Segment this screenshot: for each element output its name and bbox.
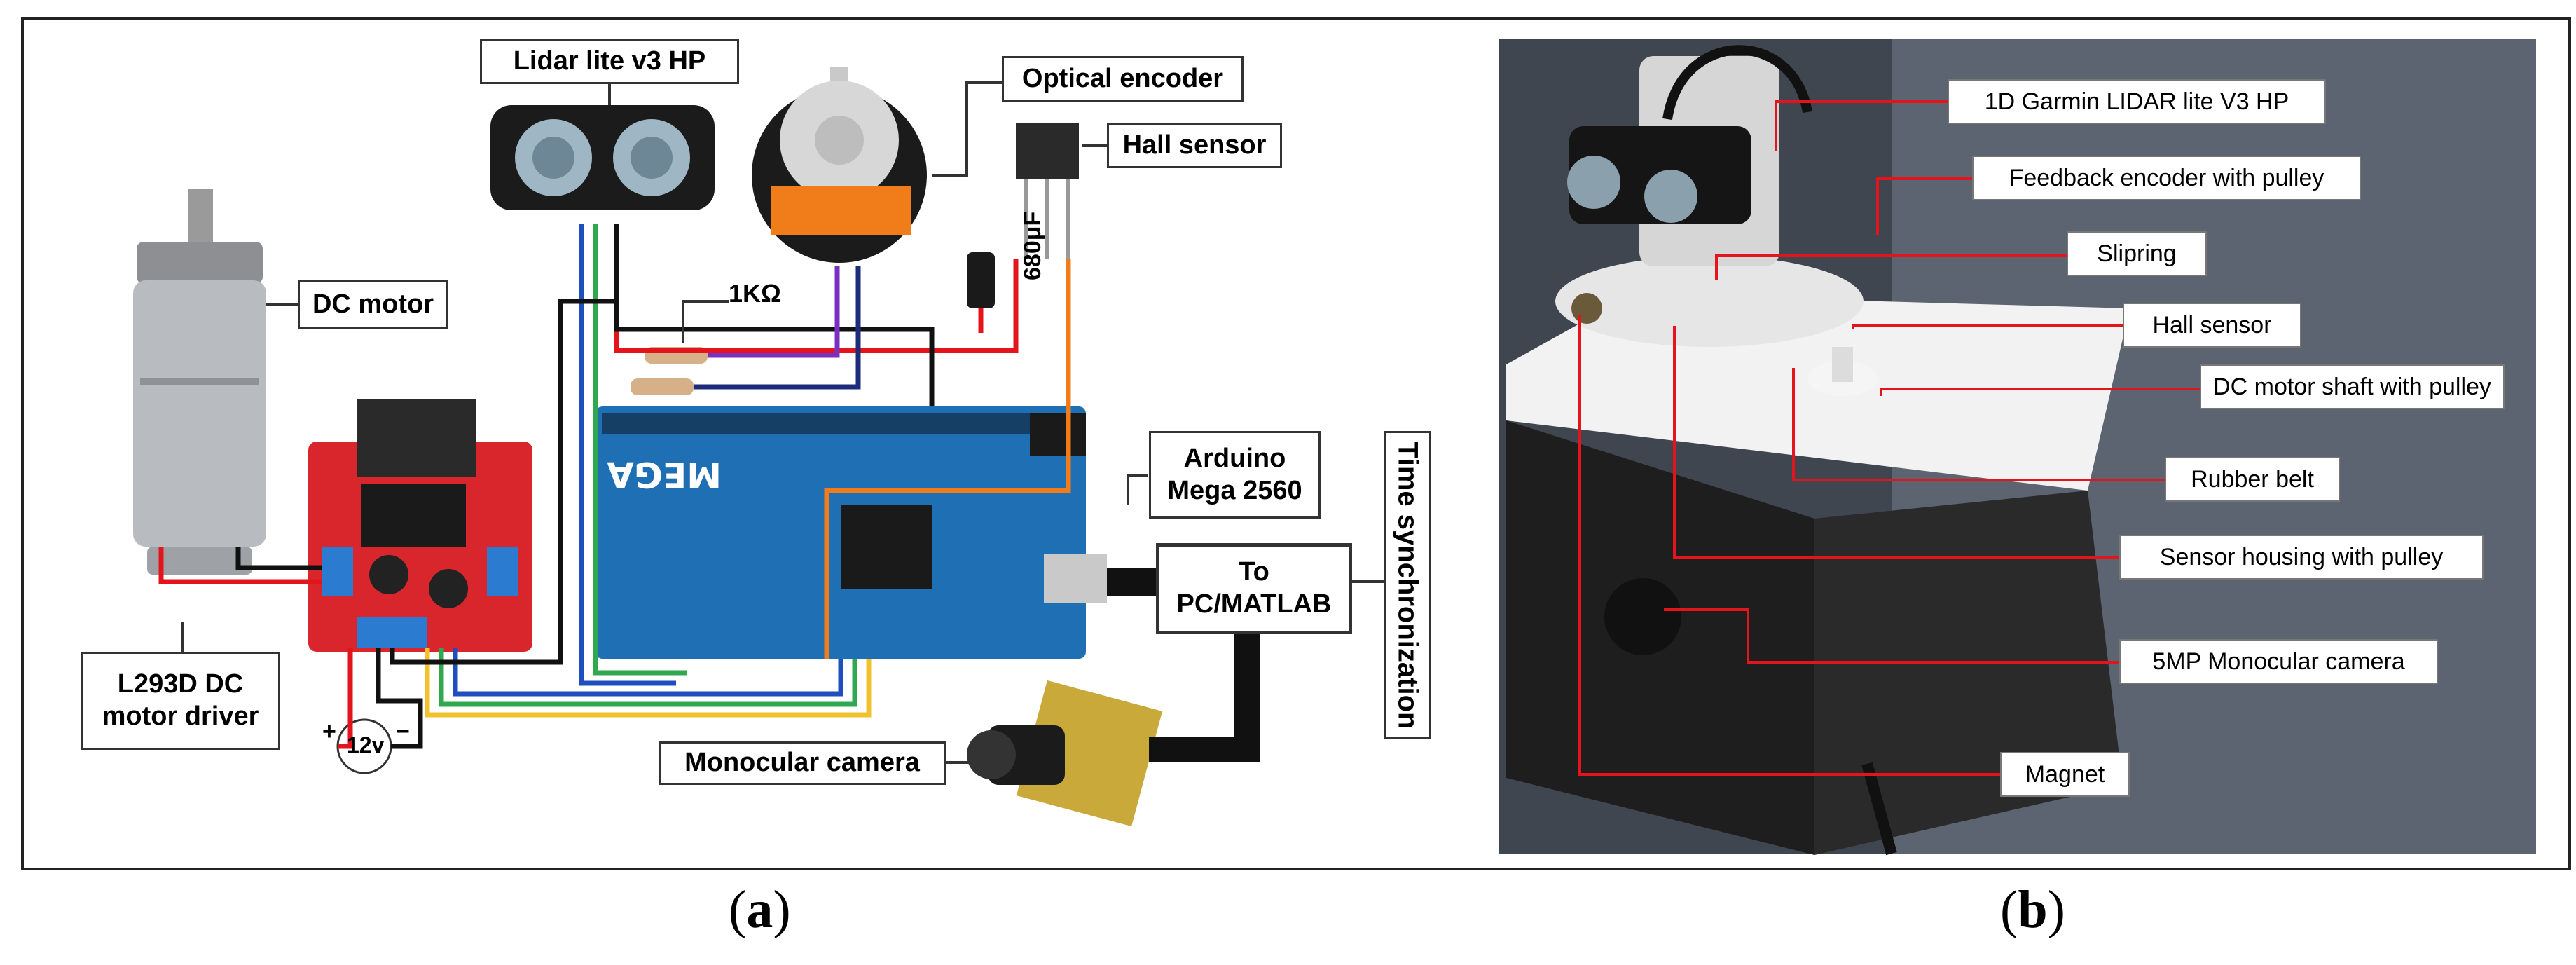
to-pc-label: To PC/MATLAB bbox=[1156, 543, 1352, 634]
resistor-label: 1KΩ bbox=[729, 279, 781, 308]
caption-a-close: ) bbox=[773, 880, 791, 939]
optical-encoder-drawing bbox=[752, 67, 927, 263]
lidar-drawing bbox=[490, 105, 715, 210]
label-sensor-housing: Sensor housing with pulley bbox=[2119, 535, 2484, 580]
motor-driver-label: L293D DC motor driver bbox=[81, 652, 280, 750]
caption-a: (a) bbox=[729, 880, 791, 940]
battery-plus: + bbox=[322, 718, 336, 745]
wiring bbox=[158, 224, 1071, 749]
lidar-label: Lidar lite v3 HP bbox=[480, 39, 739, 84]
figure-frame bbox=[21, 17, 2571, 870]
arduino-label-line2: Mega 2560 bbox=[1167, 475, 1302, 505]
hall-sensor-drawing bbox=[1016, 123, 1079, 259]
svg-text:MEGA: MEGA bbox=[607, 454, 722, 495]
time-sync-label: Time synchronization bbox=[1384, 431, 1431, 739]
battery-label: 12v bbox=[347, 732, 385, 758]
motor-driver-label-line2: motor driver bbox=[102, 701, 259, 731]
optical-encoder-label: Optical encoder bbox=[1002, 56, 1244, 102]
dc-motor-label: DC motor bbox=[298, 280, 448, 329]
label-garmin-lidar: 1D Garmin LIDAR lite V3 HP bbox=[1948, 79, 2326, 124]
arduino-label: Arduino Mega 2560 bbox=[1149, 431, 1321, 519]
caption-b: (b) bbox=[2000, 880, 2065, 940]
label-motor-shaft: DC motor shaft with pulley bbox=[2200, 364, 2505, 409]
label-rubber-belt: Rubber belt bbox=[2165, 457, 2340, 502]
label-hall-sensor: Hall sensor bbox=[2123, 303, 2301, 348]
arduino-label-line1: Arduino bbox=[1183, 443, 1286, 473]
arduino-drawing: MEGA bbox=[595, 406, 1107, 659]
hall-sensor-label: Hall sensor bbox=[1107, 123, 1282, 168]
caption-a-open: ( bbox=[729, 880, 747, 939]
motor-driver-drawing bbox=[308, 399, 532, 652]
caption-b-open: ( bbox=[2000, 880, 2018, 939]
to-pc-label-line2: PC/MATLAB bbox=[1176, 589, 1332, 619]
dc-motor-drawing bbox=[133, 189, 266, 575]
motor-driver-label-line1: L293D DC bbox=[117, 669, 244, 699]
caption-b-letter: b bbox=[2018, 880, 2048, 939]
label-magnet: Magnet bbox=[2000, 752, 2130, 797]
label-slipring: Slipring bbox=[2067, 231, 2207, 276]
monocular-camera-label: Monocular camera bbox=[659, 741, 946, 785]
capacitor-drawing bbox=[967, 252, 995, 308]
label-feedback-encoder: Feedback encoder with pulley bbox=[1972, 156, 2361, 200]
caption-b-close: ) bbox=[2047, 880, 2065, 939]
label-monocular-camera: 5MP Monocular camera bbox=[2119, 639, 2438, 684]
leader-lines bbox=[181, 81, 1384, 764]
camera-drawing bbox=[967, 680, 1163, 827]
battery-minus: − bbox=[396, 718, 410, 745]
to-pc-label-line1: To bbox=[1239, 557, 1269, 587]
caption-a-letter: a bbox=[746, 880, 773, 939]
